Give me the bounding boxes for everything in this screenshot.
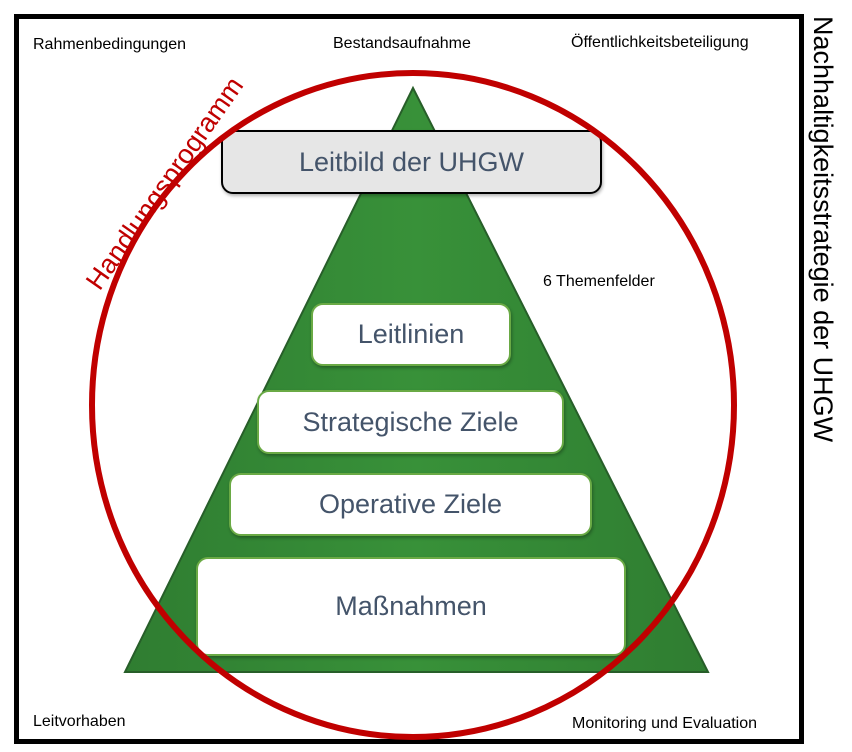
leitlinien-label: Leitlinien (357, 319, 465, 349)
themenfelder-note: 6 Themenfelder (543, 273, 655, 290)
corner-top-right: Öffentlichkeitsbeteiligung (571, 34, 749, 51)
corner-top-center: Bestandsaufnahme (333, 35, 471, 52)
strategische-ziele-label: Strategische Ziele (302, 406, 519, 437)
leitlinien-box: Leitlinien (311, 303, 511, 366)
operative-ziele-label: Operative Ziele (318, 489, 503, 519)
corner-bottom-right: Monitoring und Evaluation (572, 715, 758, 732)
strategy-title: Nachhaltigkeitsstrategie der UHGW (808, 16, 838, 443)
operative-ziele-box: Operative Ziele (229, 473, 592, 536)
corner-top-left: Rahmenbedingungen (33, 36, 187, 53)
leitbild-box: Leitbild der UHGW (221, 130, 602, 194)
leitbild-label: Leitbild der UHGW (298, 146, 525, 177)
corner-bottom-left: Leitvorhaben (33, 713, 126, 730)
outer-frame (14, 14, 804, 744)
massnahmen-label: Maßnahmen (335, 591, 487, 621)
strategische-ziele-box: Strategische Ziele (257, 390, 564, 454)
massnahmen-box: Maßnahmen (196, 557, 626, 656)
